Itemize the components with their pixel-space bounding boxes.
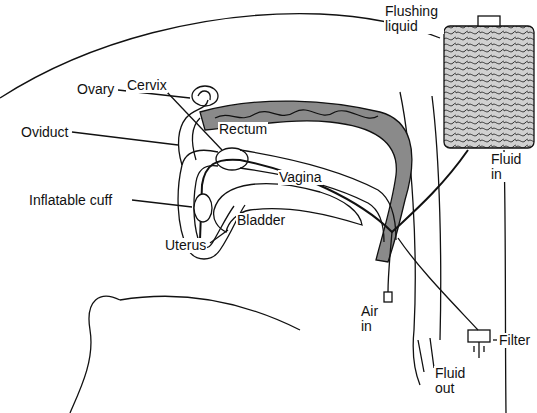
fluid-bag <box>444 26 534 148</box>
rectum <box>200 101 412 262</box>
part-label: Rectum <box>218 122 268 137</box>
rectum-folds <box>215 110 378 118</box>
tail-hair <box>418 338 434 372</box>
part-label: Ovary <box>76 82 115 97</box>
oviduct <box>193 118 200 160</box>
hind-outline <box>504 150 506 413</box>
leader-line <box>72 132 178 145</box>
part-label: Fluid in <box>490 152 534 182</box>
catheter <box>200 150 468 240</box>
part-label: Oviduct <box>20 125 69 140</box>
outflow-tube <box>398 238 478 330</box>
ovary <box>198 91 210 100</box>
part-label: Uterus <box>164 238 207 253</box>
part-label: Cervix <box>126 78 168 93</box>
part-label: Bladder <box>236 213 286 228</box>
outflow-spout <box>474 342 484 358</box>
bag-cap <box>478 16 500 26</box>
part-label: Vagina <box>278 170 323 185</box>
leader-line <box>210 230 228 243</box>
part-label: Filter <box>498 333 531 348</box>
tail-outline <box>432 96 441 340</box>
air-tube <box>388 232 392 292</box>
body-outline <box>0 14 440 98</box>
air-valve <box>384 292 392 302</box>
leader-line <box>165 90 222 150</box>
flank-outline <box>120 296 300 330</box>
part-label: Fluid out <box>434 366 476 396</box>
leader-line <box>493 339 497 340</box>
vagina-wall <box>240 168 384 242</box>
part-label: Flushing liquid <box>384 4 444 34</box>
inflatable-cuff <box>194 194 212 222</box>
part-label: Inflatable cuff <box>28 193 113 208</box>
bladder <box>214 184 362 232</box>
leader-line <box>132 200 192 207</box>
part-label: Air in <box>360 304 390 334</box>
filter <box>468 330 490 342</box>
ovary <box>192 86 218 106</box>
leg-outline <box>70 296 120 413</box>
